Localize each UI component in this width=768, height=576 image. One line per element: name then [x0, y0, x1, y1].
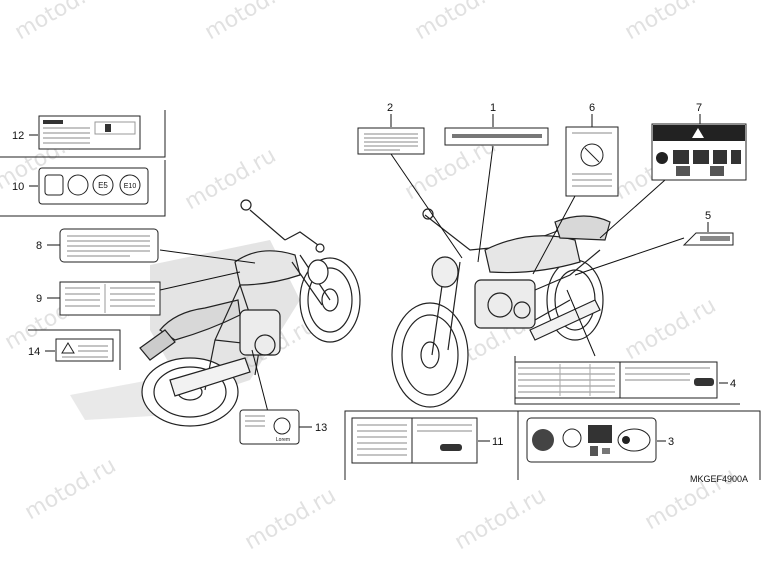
label-9 — [59, 281, 161, 316]
label-12 — [38, 115, 141, 150]
callout-1: 1 — [490, 102, 496, 114]
callout-9: 9 — [36, 293, 42, 305]
watermark-text: motod.ru — [451, 483, 551, 555]
callout-6: 6 — [589, 102, 595, 114]
lorem-text: Lorem — [276, 437, 290, 443]
watermark-text: motod.ru — [181, 143, 281, 215]
watermark-text: motod.ru — [411, 0, 511, 45]
callout-numbers: 1 2 3 4 5 6 7 8 9 10 11 12 13 14 — [12, 102, 736, 448]
seat — [554, 215, 611, 241]
label-10-symbols: E5 E10 — [38, 167, 149, 205]
watermark-text: motod.ru — [621, 0, 721, 45]
rider-icon — [588, 425, 612, 443]
callout-3: 3 — [668, 436, 674, 448]
watermark-text: motod.ru — [621, 293, 721, 365]
watermark-text: motod.ru — [11, 0, 111, 45]
callout-7: 7 — [696, 102, 702, 114]
label-2 — [357, 127, 425, 155]
front-wheel — [391, 302, 469, 408]
exhaust — [169, 357, 251, 397]
label-5 — [682, 232, 734, 246]
engine-block — [239, 309, 281, 356]
motorcycle-right-illustration — [391, 208, 611, 408]
callout-11: 11 — [492, 436, 503, 448]
chain-icon — [617, 428, 651, 452]
key-icon — [694, 378, 714, 386]
label-4 — [514, 361, 718, 399]
motorcycle-left-illustration — [70, 199, 361, 427]
callout-8: 8 — [36, 240, 42, 252]
fuel-tank — [234, 250, 301, 286]
callout-4: 4 — [730, 378, 736, 390]
callout-2: 2 — [387, 102, 393, 114]
warning-triangle-icon — [61, 342, 75, 354]
helmet-icon — [532, 429, 554, 451]
label-13: Lorem — [239, 409, 300, 445]
watermark-text: motod.ru — [201, 0, 301, 45]
label-3-pictograms — [526, 417, 657, 463]
callout-12: 12 — [12, 130, 24, 142]
warning-triangle-icon — [692, 128, 704, 138]
headlight — [431, 256, 459, 288]
callout-13: 13 — [315, 422, 327, 434]
callout-5: 5 — [705, 210, 711, 222]
callout-14: 14 — [28, 346, 40, 358]
label-6-no-fuel — [565, 126, 619, 197]
leader-lines — [29, 114, 728, 442]
label-7-safety — [651, 123, 747, 181]
label-14 — [55, 338, 114, 362]
manual-icon — [44, 174, 64, 196]
fuel-nozzle-icon — [67, 174, 89, 196]
watermark-layer: motod.ru motod.ru motod.ru motod.ru moto… — [0, 0, 740, 555]
label-11 — [351, 417, 478, 464]
label-8 — [59, 228, 159, 263]
engine-block — [474, 279, 536, 329]
callout-10: 10 — [12, 181, 24, 193]
label-1-strip — [444, 127, 549, 146]
watermark-text: motod.ru — [21, 453, 121, 525]
watermark-text: motod.ru — [241, 483, 341, 555]
e5-label: E5 — [98, 181, 108, 190]
fuel-tank — [484, 235, 581, 274]
e10-label: E10 — [124, 183, 137, 190]
diagram-code: MKGEF4900A — [690, 474, 748, 484]
